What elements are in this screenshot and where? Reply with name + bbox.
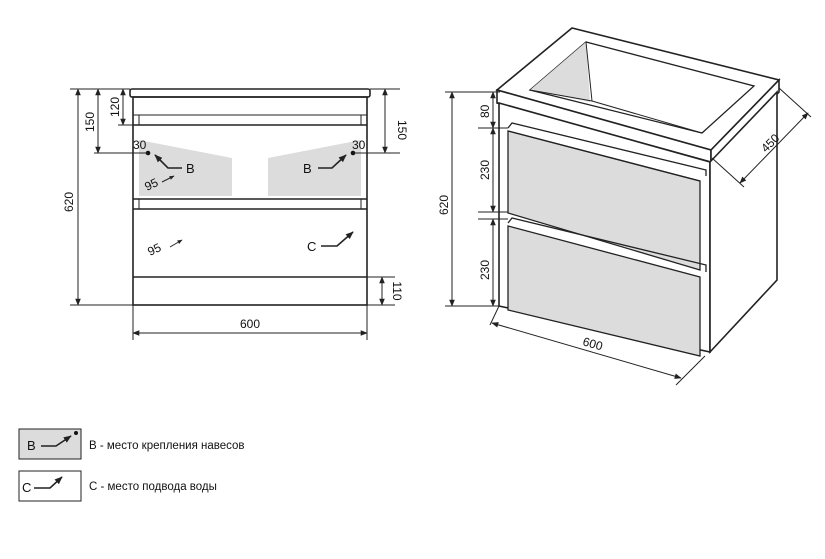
hinge-zone-right	[268, 140, 361, 196]
legend-c: C C - место подвода воды	[18, 470, 217, 502]
dim-120: 120	[108, 97, 122, 117]
front-body	[132, 96, 368, 306]
dim-95-upper: 95	[142, 175, 160, 193]
b-arrow-right	[318, 154, 347, 169]
dim-620-front: 620	[62, 192, 76, 212]
legend-b-text: B - место крепления навесов	[89, 440, 245, 452]
dim-600-iso: 600	[581, 334, 604, 353]
c-arrow	[321, 231, 354, 247]
dim-110: 110	[390, 281, 404, 300]
dim-150-right: 150	[395, 120, 409, 140]
dim-95-lower: 95	[145, 240, 163, 258]
c-marker: C	[307, 239, 316, 254]
dim-620-iso: 620	[437, 195, 451, 215]
dim-30-right: 30	[352, 138, 366, 152]
dim-150-left: 150	[83, 112, 97, 132]
legend-c-text: C - место подвода воды	[89, 481, 217, 493]
dim-600-front: 600	[240, 317, 260, 331]
dim-30-left: 30	[133, 138, 147, 152]
iso-view: 620 80 230 230 450 600	[437, 27, 812, 386]
b-arrow-left	[154, 154, 182, 169]
dim-230-upper: 230	[478, 160, 492, 180]
front-view: B B 95 95 C 620 150 120 30 30 150 110	[62, 88, 409, 340]
b-marker-left: B	[186, 161, 195, 176]
legend: B B - место крепления навесов C C - мест…	[18, 428, 245, 502]
legend-b-symbol: B	[27, 438, 36, 453]
front-countertop	[129, 88, 371, 98]
legend-c-symbol: C	[22, 480, 31, 495]
dim-80: 80	[478, 104, 492, 118]
b-marker-right: B	[303, 161, 312, 176]
legend-b: B B - место крепления навесов	[18, 428, 245, 460]
dim-230-lower: 230	[478, 260, 492, 280]
